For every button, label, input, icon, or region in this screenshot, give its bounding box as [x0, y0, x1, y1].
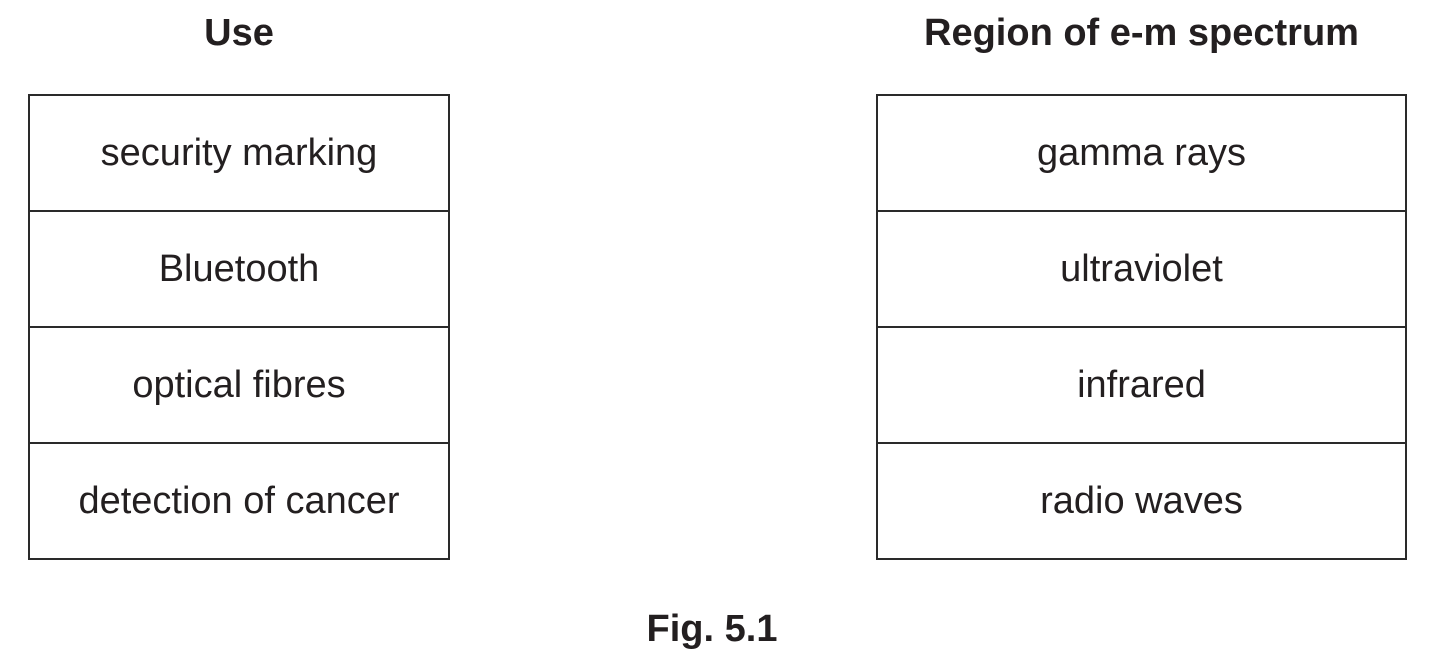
table-row: optical fibres [30, 328, 448, 444]
spectrum-item-gamma-rays: gamma rays [1036, 132, 1247, 174]
spectrum-table: gamma rays ultraviolet infrared radio wa… [876, 94, 1407, 560]
spectrum-item-infrared: infrared [1077, 364, 1206, 406]
use-table: security marking Bluetooth optical fibre… [28, 94, 450, 560]
table-row: Bluetooth [30, 212, 448, 328]
spectrum-column-title: Region of e-m spectrum [924, 12, 1359, 54]
spectrum-item-radio-waves: radio waves [1040, 480, 1243, 522]
spectrum-item-ultraviolet: ultraviolet [1060, 248, 1223, 290]
table-row: security marking [30, 96, 448, 212]
table-row: infrared [878, 328, 1405, 444]
use-item-bluetooth: Bluetooth [158, 248, 320, 290]
table-row: gamma rays [878, 96, 1405, 212]
use-item-detection-of-cancer: detection of cancer [78, 480, 400, 522]
table-row: detection of cancer [30, 444, 448, 558]
table-row: radio waves [878, 444, 1405, 558]
use-item-security-marking: security marking [100, 132, 378, 174]
table-row: ultraviolet [878, 212, 1405, 328]
use-item-optical-fibres: optical fibres [132, 364, 346, 406]
use-column-title: Use [204, 12, 274, 54]
figure-caption: Fig. 5.1 [646, 608, 778, 650]
